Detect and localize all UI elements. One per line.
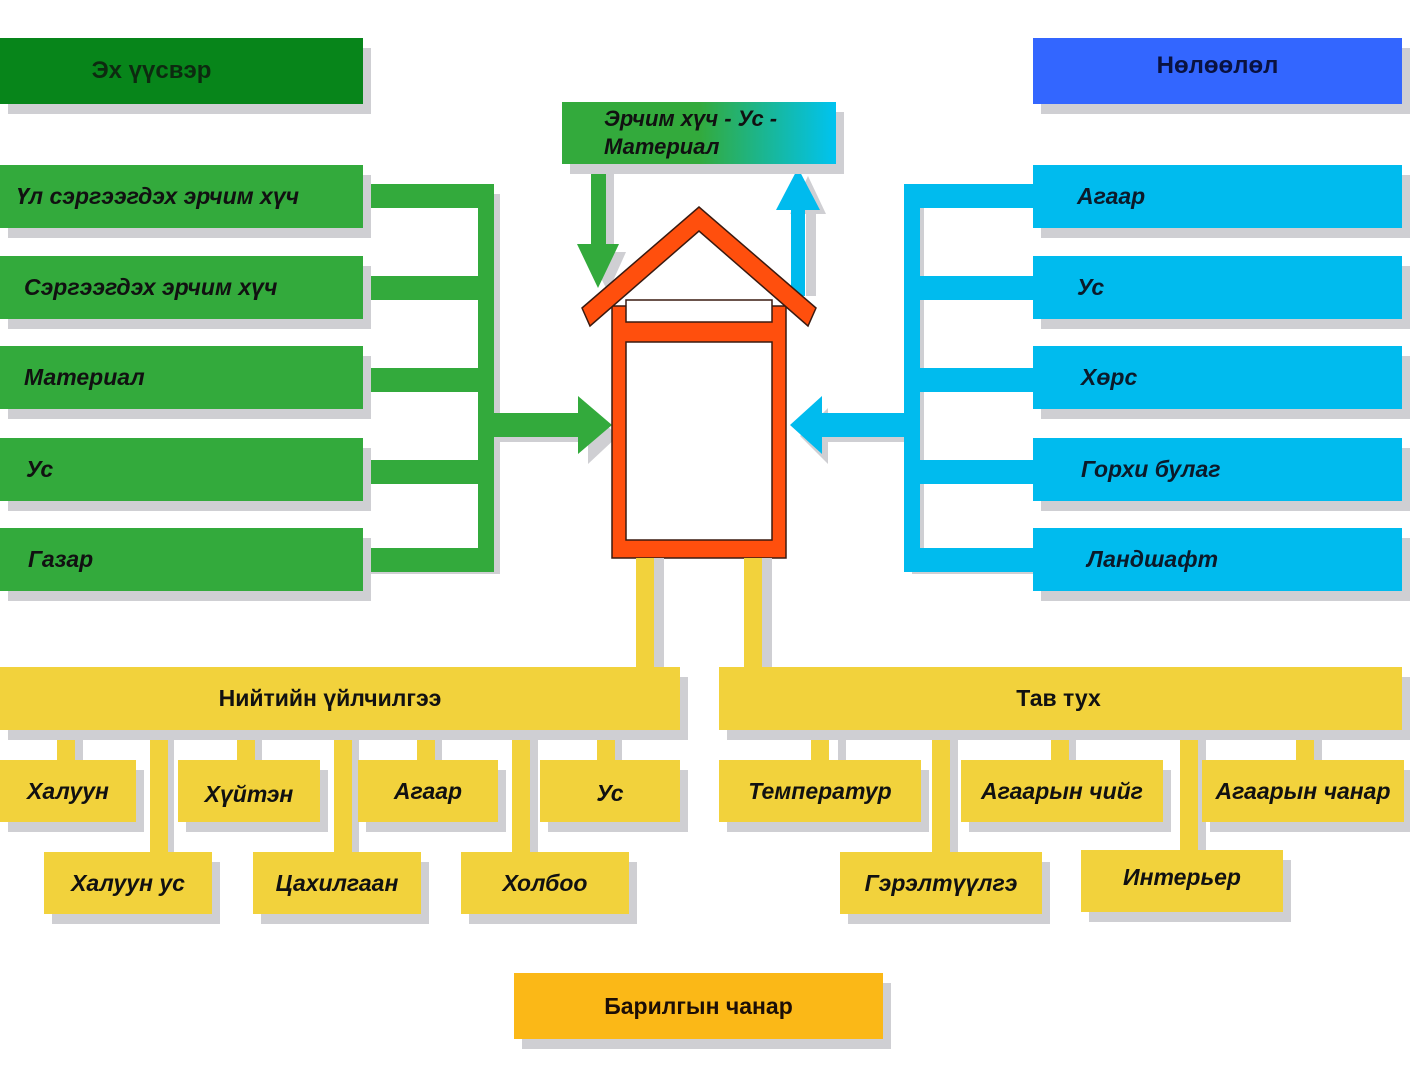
comfort-item: Агаарын чийг [961,760,1163,822]
public-service-item: Хүйтэн [178,760,320,822]
building-quality-label: Барилгын чанар [604,992,793,1019]
impact-arrow-left-icon [790,396,822,454]
source-item: Материал [0,346,363,409]
public-services-header: Нийтийн үйлчилгээ [0,667,680,730]
comfort-item-label: Температур [748,777,892,804]
cycle-arrow-up-icon [776,168,820,296]
public-service-item: Цахилгаан [253,852,421,914]
cycle-label-line1: Эрчим хүч - Ус - [604,106,778,131]
impact-item-label: Ус [1077,274,1105,300]
impact-item-label: Ландшафт [1087,546,1219,572]
source-item: Газар [0,528,363,591]
building-quality-box: Барилгын чанар [514,973,883,1039]
public-service-item: Холбоо [461,852,629,914]
tree-stems [57,728,1314,852]
source-item-label: Материал [24,364,145,390]
public-service-item: Агаар [358,760,498,822]
comfort-item-label: Агаарын чанар [1215,777,1391,804]
source-item-label: Газар [28,546,94,572]
comfort-item-label: Агаарын чийг [981,777,1143,804]
public-service-item: Халуун ус [44,852,212,914]
source-bus [362,184,612,572]
public-services-header-label: Нийтийн үйлчилгээ [218,685,442,711]
public-service-item-label: Халуун ус [71,869,185,896]
source-item-label: Ус [26,456,54,482]
sources-header: Эх үүсвэр [0,38,363,104]
impacts-header-label: Нөлөөлөл [1156,52,1279,79]
impact-item: Ус [1033,256,1402,319]
comfort-item-label: Гэрэлтүүлгэ [864,869,1018,896]
comfort-header-label: Тав тух [1016,685,1101,711]
comfort-header: Тав тух [719,667,1402,730]
public-service-item-label: Цахилгаан [275,869,399,896]
cycle-arrow-down-icon [577,165,619,288]
public-service-item-label: Агаар [393,777,463,804]
public-service-item-label: Ус [596,779,624,806]
sources-header-label: Эх үүсвэр [91,57,212,84]
public-service-item: Ус [540,760,680,822]
source-item: Сэргээгдэх эрчим хүч [0,256,363,319]
house-icon [581,206,817,559]
impact-item-label: Агаар [1077,183,1146,209]
comfort-item: Интерьер [1081,850,1283,912]
source-item: Үл сэргээгдэх эрчим хүч [0,165,363,228]
impact-item: Горхи булаг [1033,438,1402,501]
service-connectors [636,558,762,670]
impact-item-label: Хөрс [1081,364,1138,390]
source-item: Ус [0,438,363,501]
cycle-box: Эрчим хүч - Ус - Материал [562,102,836,164]
comfort-item: Температур [719,760,921,822]
cycle-label-line2: Материал [604,134,720,159]
source-item-label: Сэргээгдэх эрчим хүч [24,274,278,300]
impacts-header: Нөлөөлөл [1033,38,1402,104]
public-service-item-label: Халуун [27,777,109,804]
impact-item-label: Горхи булаг [1081,456,1221,482]
comfort-item: Гэрэлтүүлгэ [840,852,1042,914]
public-service-item-label: Холбоо [502,869,588,896]
comfort-item-label: Интерьер [1123,863,1241,890]
public-service-item-label: Хүйтэн [204,780,294,807]
public-service-item: Халуун [0,760,136,822]
impact-item: Хөрс [1033,346,1402,409]
comfort-item: Агаарын чанар [1202,760,1404,822]
impact-bus [790,184,1036,572]
source-item-label: Үл сэргээгдэх эрчим хүч [16,183,300,209]
impact-item: Агаар [1033,165,1402,228]
impact-item: Ландшафт [1033,528,1402,591]
source-arrow-right-icon [578,396,612,454]
